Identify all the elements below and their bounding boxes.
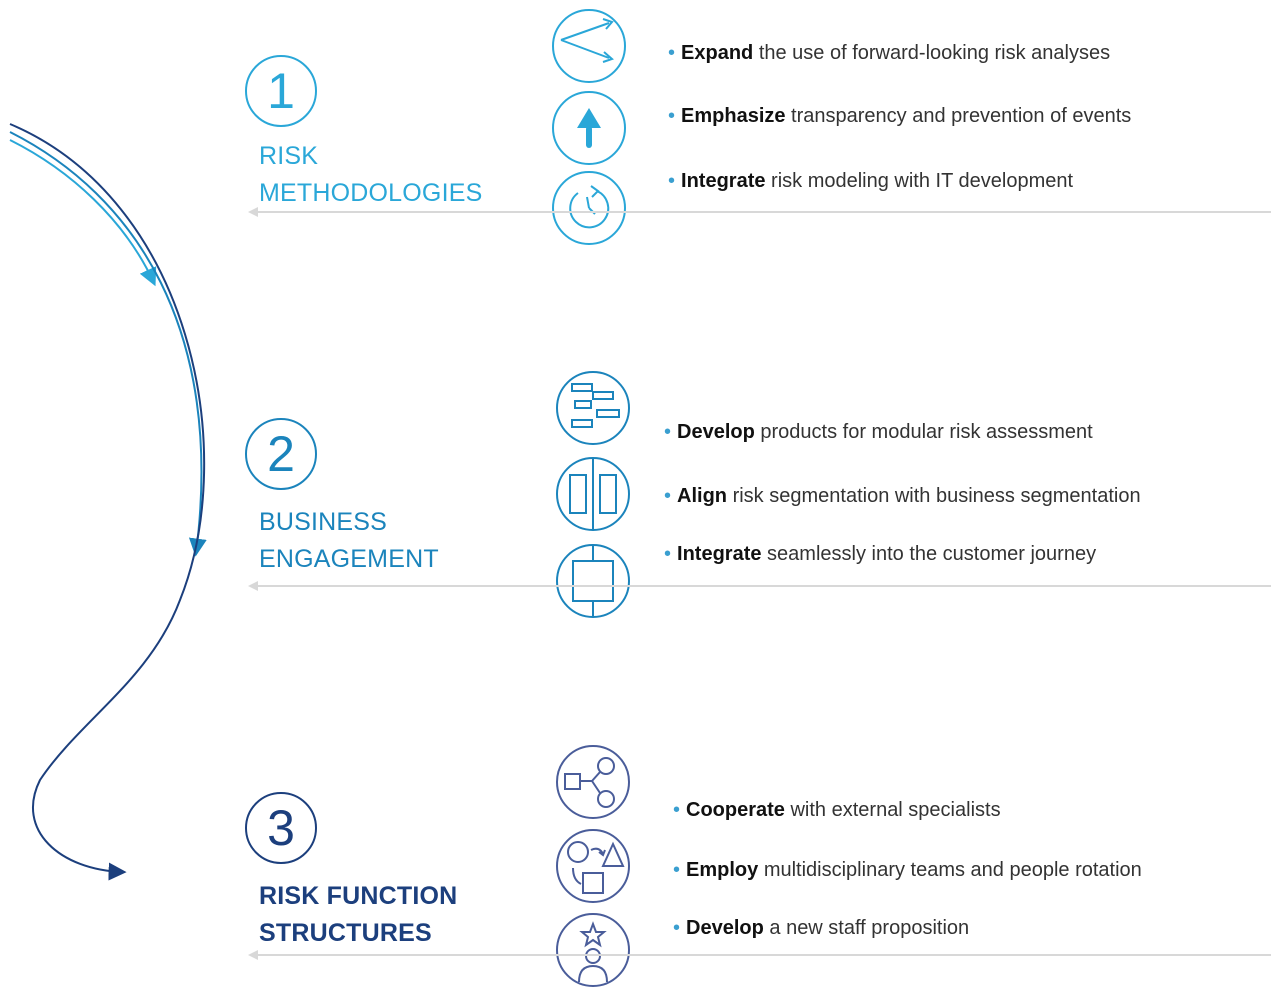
section-title-business-engagement: BUSINESS ENGAGEMENT xyxy=(259,504,439,578)
title-line: ENGAGEMENT xyxy=(259,545,439,573)
bullet-dot: • xyxy=(664,421,672,443)
bullet-text: risk modeling with IT development xyxy=(765,170,1074,192)
bullet-keyword: Employ xyxy=(686,859,759,881)
bullet-item: •Expand the use of forward-looking risk … xyxy=(668,40,1110,66)
title-line: RISK xyxy=(259,142,319,170)
title-line: STRUCTURES xyxy=(259,919,432,947)
bullet-item: •Integrate seamlessly into the customer … xyxy=(664,541,1096,567)
bullet-item: •Cooperate with external specialists xyxy=(673,797,1001,823)
bullet-text: a new staff proposition xyxy=(763,917,970,939)
bullet-dot: • xyxy=(673,859,681,881)
section-separator xyxy=(256,954,1271,956)
step-number-1: 1 xyxy=(245,55,317,127)
bullet-text: products for modular risk assessment xyxy=(754,421,1093,443)
title-line: METHODOLOGIES xyxy=(259,179,483,207)
bullet-text: seamlessly into the customer journey xyxy=(761,543,1097,565)
bullet-keyword: Integrate xyxy=(681,170,766,192)
split-columns-icon xyxy=(556,457,630,531)
title-line: BUSINESS xyxy=(259,508,388,536)
separator-arrowhead xyxy=(248,581,258,591)
bullet-item: •Develop a new staff proposition xyxy=(673,915,969,941)
bullet-keyword: Align xyxy=(677,485,728,507)
bullet-dot: • xyxy=(668,105,676,127)
section-title-risk-function-structures: RISK FUNCTION STRUCTURES xyxy=(259,878,457,952)
bullet-keyword: Develop xyxy=(677,421,755,443)
section-title-risk-methodologies: RISK METHODOLOGIES xyxy=(259,138,482,212)
separator-arrowhead xyxy=(248,207,258,217)
bullet-dot: • xyxy=(668,170,676,192)
diverging-arrows-icon xyxy=(552,9,626,83)
bullet-text: the use of forward-looking risk analyses xyxy=(753,42,1111,64)
bullet-keyword: Cooperate xyxy=(686,799,785,821)
bullet-dot: • xyxy=(673,799,681,821)
separator-arrowhead xyxy=(248,950,258,960)
bullet-dot: • xyxy=(673,917,681,939)
section-separator xyxy=(256,585,1271,587)
step-number-2: 2 xyxy=(245,418,317,490)
bullet-item: •Employ multidisciplinary teams and peop… xyxy=(673,857,1142,883)
network-nodes-icon xyxy=(556,745,630,819)
bullet-dot: • xyxy=(664,485,672,507)
modular-blocks-icon xyxy=(556,371,630,445)
section-separator xyxy=(256,211,1271,213)
bullet-keyword: Integrate xyxy=(677,543,762,565)
bullet-text: risk segmentation with business segmenta… xyxy=(727,485,1141,507)
curve-level-1 xyxy=(9,139,157,287)
upward-arrow-icon xyxy=(552,91,626,165)
title-line: RISK FUNCTION xyxy=(259,882,458,910)
bullet-dot: • xyxy=(664,543,672,565)
bullet-keyword: Develop xyxy=(686,917,764,939)
bullet-keyword: Emphasize xyxy=(681,105,786,127)
curve-level-3 xyxy=(9,123,206,881)
bullet-item: •Develop products for modular risk asses… xyxy=(664,419,1093,445)
bullet-item: •Emphasize transparency and prevention o… xyxy=(668,103,1131,129)
bullet-text: transparency and prevention of events xyxy=(785,105,1132,127)
bullet-text: with external specialists xyxy=(784,799,1001,821)
step-number-3: 3 xyxy=(245,792,317,864)
framed-square-icon xyxy=(556,544,630,618)
bullet-text: multidisciplinary teams and people rotat… xyxy=(758,859,1142,881)
curve-level-2 xyxy=(9,131,207,557)
shapes-rotation-icon xyxy=(556,829,630,903)
bullet-dot: • xyxy=(668,42,676,64)
bullet-item: •Integrate risk modeling with IT develop… xyxy=(668,168,1073,194)
cycle-clock-icon xyxy=(552,171,626,245)
bullet-keyword: Expand xyxy=(681,42,754,64)
bullet-item: •Align risk segmentation with business s… xyxy=(664,483,1141,509)
person-star-icon xyxy=(556,913,630,987)
